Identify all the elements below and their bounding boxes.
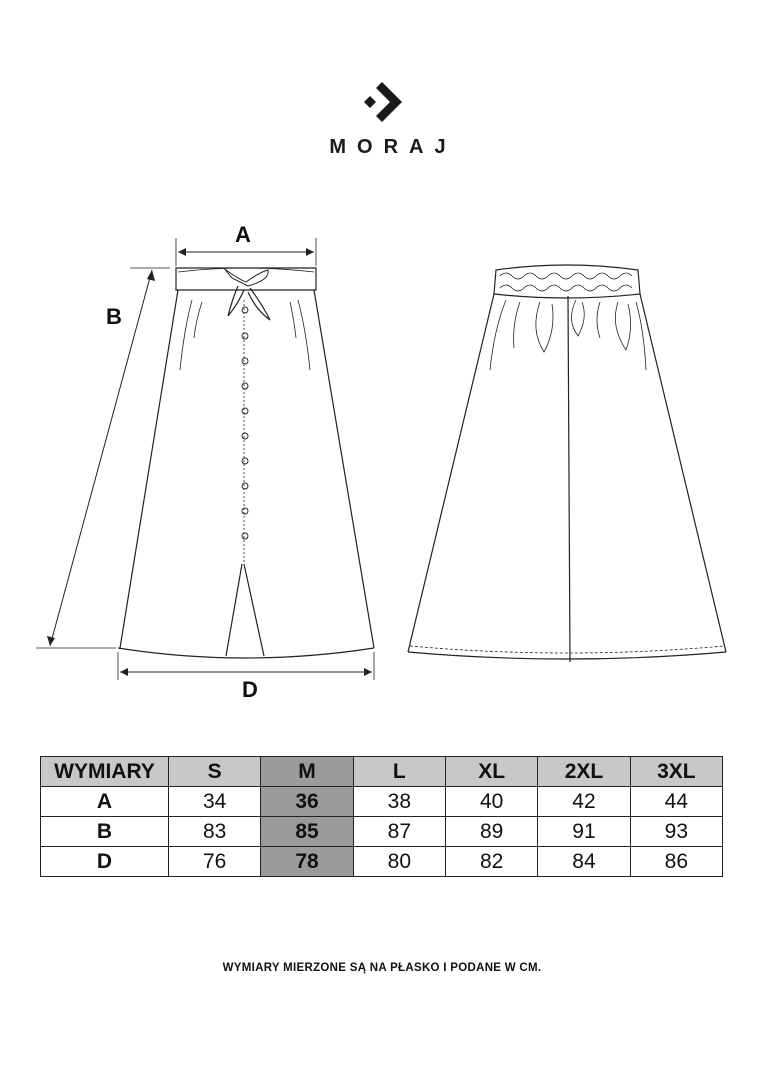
moraj-logo-icon bbox=[364, 82, 402, 122]
table-cell: 80 bbox=[352, 846, 446, 877]
dimension-d-label: D bbox=[242, 677, 258, 700]
header-size-l: L bbox=[352, 756, 446, 787]
table-cell: 84 bbox=[537, 846, 631, 877]
table-cell-highlight: 85 bbox=[260, 816, 354, 847]
table-cell: 34 bbox=[167, 786, 262, 817]
table-cell-highlight: 78 bbox=[260, 846, 354, 877]
table-cell: 82 bbox=[444, 846, 539, 877]
skirt-back-view bbox=[407, 264, 727, 663]
table-cell: 38 bbox=[352, 786, 446, 817]
size-table-header-row: WYMIARY S M L XL 2XL 3XL bbox=[40, 756, 724, 787]
front-buttons bbox=[241, 306, 249, 540]
table-cell: 83 bbox=[167, 816, 262, 847]
table-row: A 34 36 38 40 42 44 bbox=[40, 786, 724, 817]
row-label-d: D bbox=[40, 846, 169, 877]
table-cell: 44 bbox=[629, 786, 724, 817]
table-cell: 87 bbox=[352, 816, 446, 847]
skirt-front-view bbox=[36, 238, 375, 680]
table-cell: 89 bbox=[444, 816, 539, 847]
row-label-b: B bbox=[40, 816, 169, 847]
header-size-m: M bbox=[260, 756, 354, 787]
dimension-a-label: A bbox=[235, 222, 251, 247]
header-size-3xl: 3XL bbox=[629, 756, 724, 787]
skirt-technical-drawing: A B D bbox=[36, 222, 727, 700]
table-row: B 83 85 87 89 91 93 bbox=[40, 816, 724, 847]
size-table: WYMIARY S M L XL 2XL 3XL A 34 36 38 40 4… bbox=[40, 756, 724, 877]
header-size-s: S bbox=[167, 756, 262, 787]
table-cell: 86 bbox=[629, 846, 724, 877]
header-size-2xl: 2XL bbox=[537, 756, 631, 787]
brand-name: MORAJ bbox=[329, 136, 457, 158]
table-cell: 93 bbox=[629, 816, 724, 847]
header-size-xl: XL bbox=[444, 756, 539, 787]
table-cell: 42 bbox=[537, 786, 631, 817]
table-cell: 40 bbox=[444, 786, 539, 817]
dimension-b-label: B bbox=[106, 304, 122, 329]
table-cell: 76 bbox=[167, 846, 262, 877]
measurement-note: WYMIARY MIERZONE SĄ NA PŁASKO I PODANE W… bbox=[222, 962, 542, 974]
header-measurements: WYMIARY bbox=[40, 756, 169, 787]
table-cell: 91 bbox=[537, 816, 631, 847]
table-cell-highlight: 36 bbox=[260, 786, 354, 817]
row-label-a: A bbox=[40, 786, 169, 817]
table-row: D 76 78 80 82 84 86 bbox=[40, 846, 724, 877]
